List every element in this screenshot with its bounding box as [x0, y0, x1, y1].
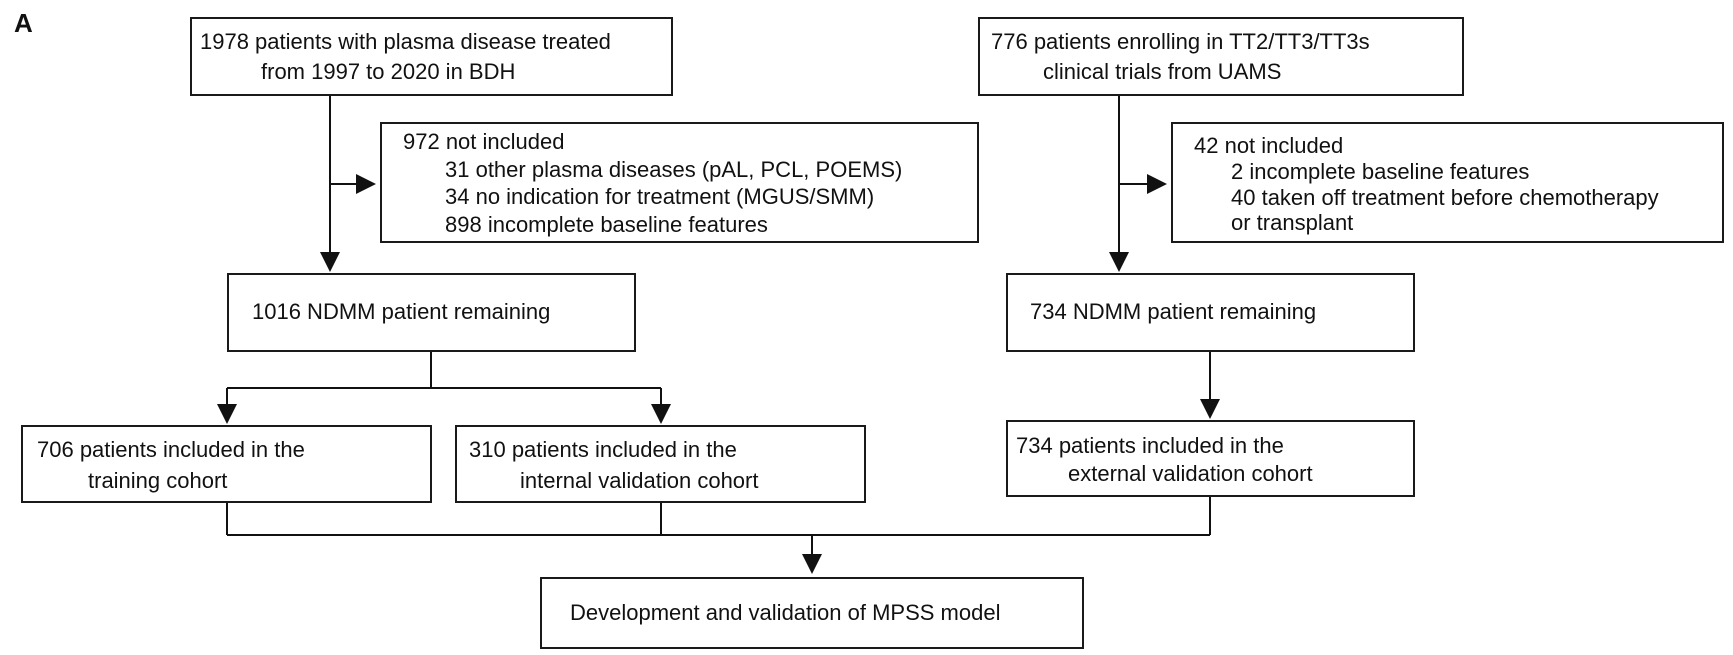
- external-line2: external validation cohort: [1068, 461, 1313, 486]
- right-source-line1: 776 patients enrolling in TT2/TT3/TT3s: [991, 29, 1370, 54]
- left-excluded-box: 972 not included 31 other plasma disease…: [380, 122, 979, 243]
- left-excluded-item-1: 31 other plasma diseases (pAL, PCL, POEM…: [445, 157, 903, 182]
- right-source-box: 776 patients enrolling in TT2/TT3/TT3s c…: [978, 17, 1464, 96]
- left-excluded-title: 972 not included: [403, 129, 565, 154]
- training-line2: training cohort: [88, 468, 228, 493]
- left-remaining-box: 1016 NDMM patient remaining: [227, 273, 636, 352]
- final-box: Development and validation of MPSS model: [540, 577, 1084, 649]
- right-source-line2: clinical trials from UAMS: [1043, 59, 1282, 84]
- internal-validation-box: 310 patients included in the internal va…: [455, 425, 866, 503]
- right-excluded-item-3: or transplant: [1231, 210, 1354, 235]
- external-line1: 734 patients included in the: [1016, 433, 1284, 458]
- training-cohort-box: 706 patients included in the training co…: [21, 425, 432, 503]
- panel-label: A: [14, 8, 33, 38]
- left-source-line1: 1978 patients with plasma disease treate…: [200, 29, 611, 54]
- right-remaining-text: 734 NDMM patient remaining: [1030, 299, 1317, 324]
- internal-line1: 310 patients included in the: [469, 437, 737, 462]
- final-text: Development and validation of MPSS model: [570, 600, 1001, 625]
- training-line1: 706 patients included in the: [37, 437, 305, 462]
- left-source-line2: from 1997 to 2020 in BDH: [261, 59, 516, 84]
- left-excluded-item-3: 898 incomplete baseline features: [445, 212, 768, 237]
- left-excluded-item-2: 34 no indication for treatment (MGUS/SMM…: [445, 184, 875, 209]
- left-remaining-text: 1016 NDMM patient remaining: [252, 299, 551, 324]
- right-excluded-title: 42 not included: [1194, 133, 1344, 158]
- right-excluded-item-2: 40 taken off treatment before chemothera…: [1231, 185, 1659, 210]
- right-excluded-box: 42 not included 2 incomplete baseline fe…: [1171, 122, 1724, 243]
- left-source-box: 1978 patients with plasma disease treate…: [190, 17, 673, 96]
- internal-line2: internal validation cohort: [520, 468, 759, 493]
- right-excluded-item-1: 2 incomplete baseline features: [1231, 159, 1530, 184]
- right-remaining-box: 734 NDMM patient remaining: [1006, 273, 1415, 352]
- external-validation-box: 734 patients included in the external va…: [1006, 420, 1415, 497]
